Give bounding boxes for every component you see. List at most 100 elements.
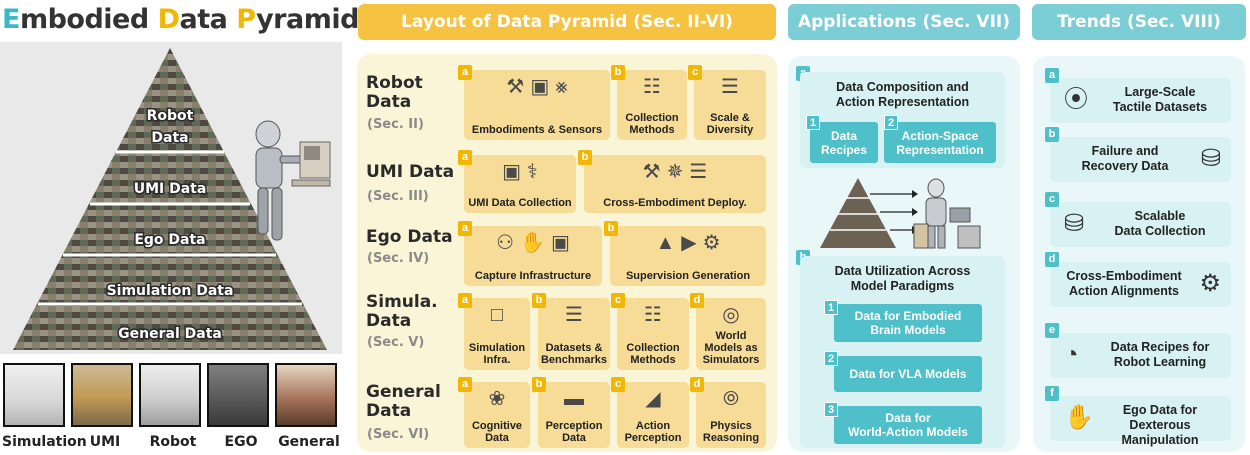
layout-box-label: Collection Methods	[626, 342, 680, 366]
trend-label-a: Large-Scale Tactile Datasets	[1112, 85, 1208, 114]
thumb-label-ego: EGO	[224, 434, 258, 450]
trend-tag-a: a	[1045, 68, 1059, 83]
trend-label-d: Cross-Embodiment Action Alignments	[1066, 269, 1182, 298]
applications-header: Applications (Sec. VII)	[788, 4, 1020, 40]
box-icons: ❀	[464, 388, 530, 410]
handheld-gripper-icon: ⚕	[527, 161, 538, 183]
layout-box-label: Datasets & Benchmarks	[540, 342, 608, 366]
thumb-label-umi: UMI	[89, 434, 121, 450]
apps-section-a-title: Data Composition and Action Representati…	[835, 80, 970, 109]
general-thumbnail	[275, 363, 337, 427]
robot-thumbnail	[139, 363, 201, 427]
layout-box-label: Scale & Diversity	[706, 112, 754, 136]
layout-box-label: Perception Data	[545, 420, 603, 444]
layout-tag-simulation-b: b	[532, 293, 546, 308]
trend-tag-e: e	[1045, 323, 1059, 338]
apps-b-num-2: 2	[824, 351, 838, 366]
layout-box-general-a: ❀Cognitive Data	[464, 382, 530, 448]
pyramid-shape	[13, 48, 327, 350]
pyramid-label-umi: UMI Data	[134, 181, 207, 197]
gear-network-icon: ⚙	[702, 232, 721, 254]
thumb-label-simulation: Simulation	[2, 434, 87, 450]
layout-tag-robot-c: c	[688, 65, 702, 80]
row-title-general: General Data	[366, 382, 441, 421]
layout-tag-general-a: a	[458, 377, 472, 392]
row-section-simulation: (Sec. V)	[367, 335, 425, 350]
layout-tag-simulation-c: c	[611, 293, 625, 308]
apps-illustration	[820, 178, 981, 249]
box-icons: ☷	[617, 76, 687, 98]
server-stack-icon: ☰	[565, 304, 583, 326]
trend-label-b: Failure and Recovery Data	[1081, 144, 1169, 173]
robot-arm-icon: ⚒	[506, 76, 525, 98]
trend-box-f: ✋Ego Data for Dexterous Manipulation	[1050, 396, 1231, 447]
camera-icon: ▣	[502, 161, 522, 183]
box-icons: ⦾	[696, 388, 766, 410]
video-icon: ▶	[681, 232, 697, 254]
pie-chart-icon: ◔	[1064, 341, 1079, 368]
trend-box-e: ◔ Data Recipes for Robot Learning	[1050, 333, 1231, 378]
database-icon: ⛁	[1064, 210, 1085, 237]
layout-box-ego-b: ▲▶⚙Supervision Generation	[610, 226, 766, 286]
trends-header: Trends (Sec. VIII)	[1032, 4, 1246, 40]
trend-label-e: Data Recipes for Robot Learning	[1110, 340, 1210, 369]
box-icons: ◢	[617, 388, 689, 410]
layout-box-umi-a: ▣⚕ UMI Data Collection	[464, 155, 576, 213]
fingerprint-icon: ⦿	[1064, 86, 1088, 113]
layout-tag-robot-a: a	[458, 65, 472, 80]
trend-box-a: ⦿ Large-Scale Tactile Datasets	[1050, 78, 1231, 123]
row-section-umi: (Sec. III)	[367, 189, 429, 204]
vla-models-box: Data for VLA Models	[834, 356, 982, 392]
row-section-ego: (Sec. IV)	[367, 251, 430, 266]
layout-box-general-d: ⦾Physics Reasoning	[696, 382, 766, 448]
row-title-simulation: Simula. Data	[366, 292, 438, 331]
vr-headset-icon: ⚇	[496, 232, 515, 254]
thumb-label-robot: Robot	[149, 434, 197, 450]
layout-box-label: Embodiments & Sensors	[471, 124, 603, 136]
row-section-robot: (Sec. II)	[367, 117, 424, 132]
layout-tag-umi-b: b	[578, 150, 592, 165]
layout-box-label: UMI Data Collection	[468, 197, 572, 209]
layout-box-general-b: ▬ Perception Data	[538, 382, 610, 448]
box-icons: ☰	[694, 76, 766, 98]
car-icon: ▬	[564, 388, 584, 410]
pyramid-label-general: General Data	[118, 326, 222, 342]
box-icons: ☰	[538, 304, 610, 326]
simulation-thumbnail	[3, 363, 65, 427]
row-section-general: (Sec. VI)	[367, 427, 430, 442]
box-icons: ⚒▣⨳	[464, 76, 610, 98]
globe-icon: ◎	[722, 304, 740, 326]
trend-tag-b: b	[1045, 127, 1059, 142]
left-panel: Embodied Data Pyramid Robot Data UMI Dat…	[0, 0, 359, 455]
layout-box-simulation-d: ◎ World Models as Simulators	[696, 298, 766, 370]
apps-section-b-title: Data Utilization Across Model Paradigms	[834, 264, 971, 293]
ego-thumbnail	[207, 363, 269, 427]
box-icons: ⚒✵☰	[584, 161, 766, 183]
brain-gear-icon: ⚙	[1199, 270, 1221, 297]
camera-icon: ▣	[550, 232, 570, 254]
layout-box-umi-b: ⚒✵☰ Cross-Embodiment Deploy.	[584, 155, 766, 213]
layout-box-ego-a: ⚇✋▣Capture Infrastructure	[464, 226, 602, 286]
clipboard-icon: ☷	[643, 76, 661, 98]
hub-icon: ✵	[666, 161, 684, 183]
monitor-icon: □	[490, 304, 504, 326]
apps-b-num-1: 1	[824, 300, 838, 315]
pendulum-icon: ⦾	[723, 388, 739, 410]
row-title-robot: Robot Data	[366, 73, 423, 112]
pyramid-label-robot-data: Data	[151, 130, 188, 146]
umi-thumbnail	[71, 363, 133, 427]
trend-tag-f: f	[1045, 386, 1059, 401]
layout-box-simulation-c: ☷Collection Methods	[617, 298, 689, 370]
layout-box-simulation-a: □ Simulation Infra.	[464, 298, 530, 370]
layout-box-label: Cross-Embodiment Deploy.	[603, 197, 747, 209]
box-icons: ◎	[696, 304, 766, 326]
layout-box-robot-a: ⚒▣⨳ Embodiments & Sensors	[464, 70, 610, 140]
humanoid-robot-icon	[255, 120, 331, 241]
layout-box-general-c: ◢Action Perception	[617, 382, 689, 448]
layout-tag-general-b: b	[532, 377, 546, 392]
box-icons: □	[464, 304, 530, 326]
layout-box-simulation-b: ☰ Datasets & Benchmarks	[538, 298, 610, 370]
layout-box-label: World Models as Simulators	[702, 330, 760, 366]
main-title: Embodied Data Pyramid	[2, 4, 359, 35]
layout-box-label: Simulation Infra.	[468, 342, 526, 366]
